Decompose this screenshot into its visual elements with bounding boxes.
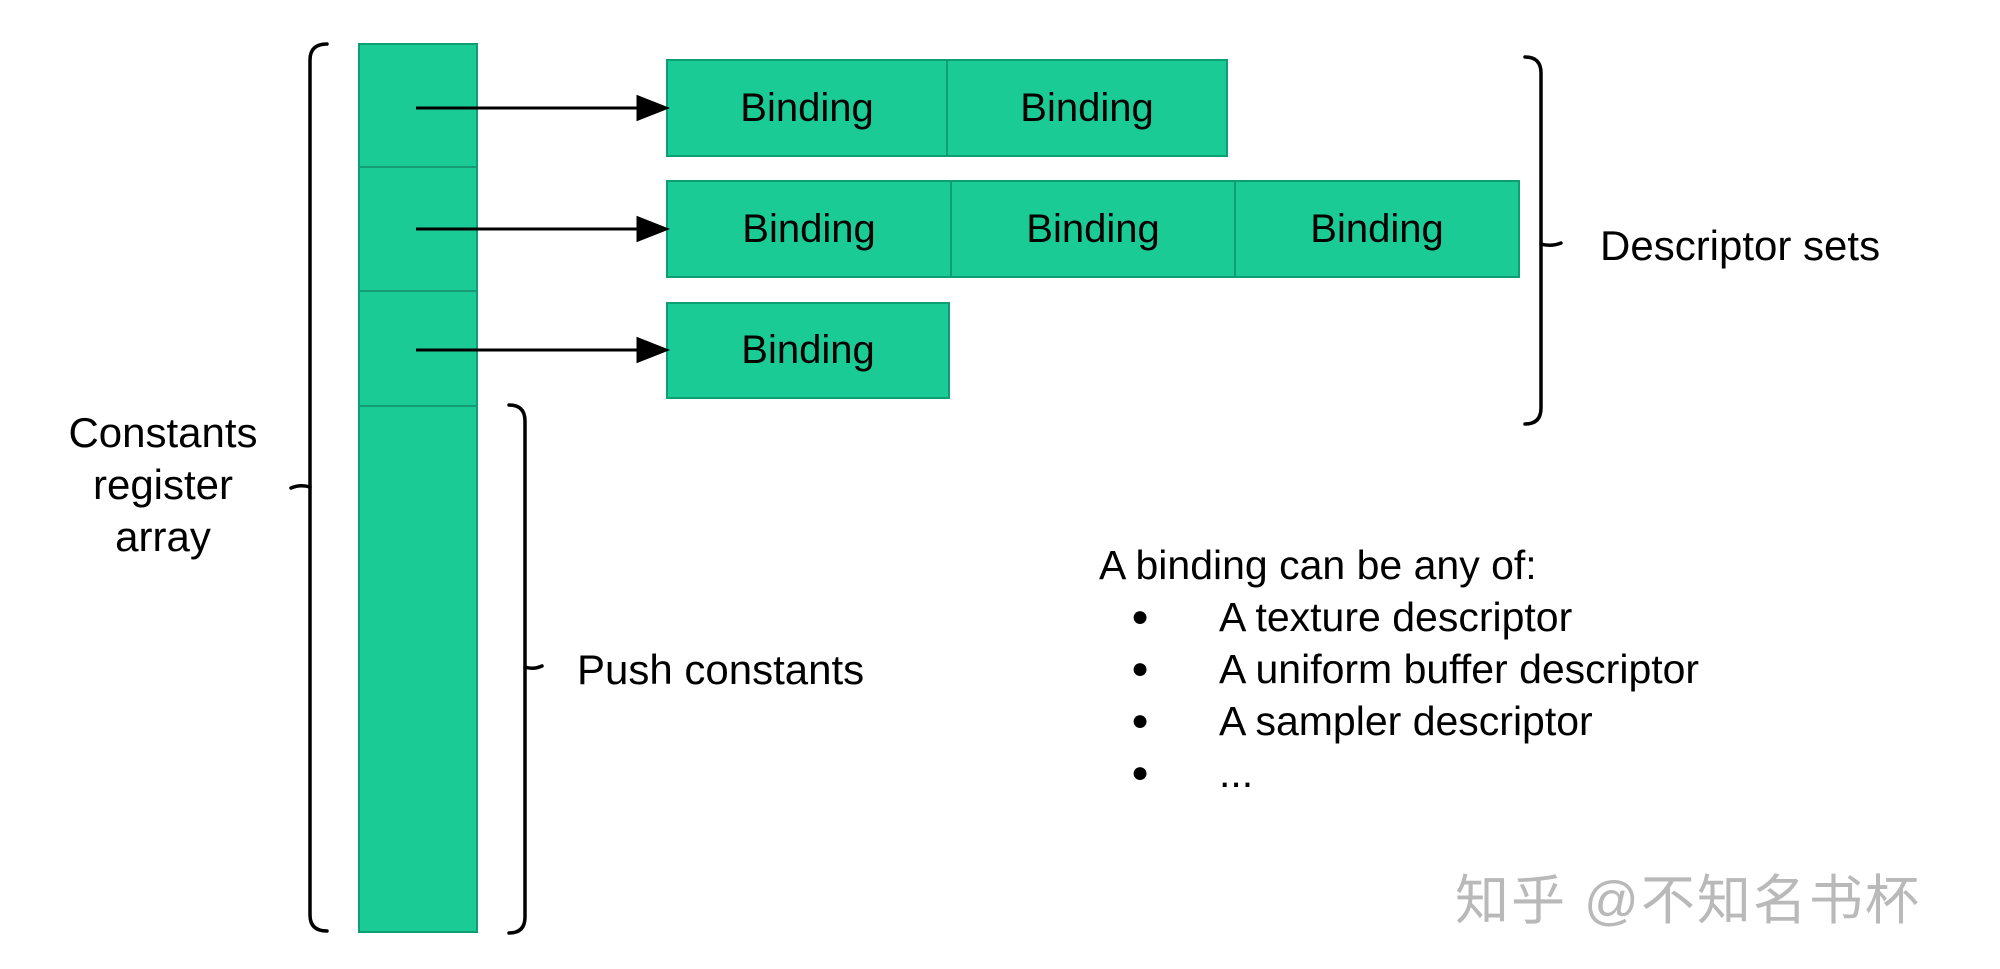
bullet-icon: ● <box>1131 652 1150 685</box>
push-constants-label: Push constants <box>577 646 865 693</box>
arrowhead-icon <box>636 215 671 243</box>
binding-note: A binding can be any of: ● A texture des… <box>1099 539 1699 799</box>
list-item: ● A texture descriptor <box>1099 591 1699 643</box>
push-constants-brace <box>507 403 544 935</box>
register-segment-2 <box>360 166 476 290</box>
register-segment-3 <box>360 290 476 405</box>
constants-register-array-label: Constants register array <box>28 407 298 563</box>
binding-cell: Binding <box>946 59 1228 157</box>
descriptor-sets-label: Descriptor sets <box>1600 222 1881 269</box>
bullet-icon: ● <box>1131 704 1150 737</box>
arrowhead-icon <box>636 336 671 364</box>
descriptor-set-row-2: Binding Binding Binding <box>666 180 1520 278</box>
arrowhead-icon <box>636 94 671 122</box>
descriptor-set-row-1: Binding Binding <box>666 59 1228 157</box>
descriptor-set-row-3: Binding <box>666 302 950 399</box>
list-item-text: ... <box>1219 750 1254 796</box>
list-item-text: A texture descriptor <box>1219 594 1573 640</box>
binding-cell: Binding <box>666 180 952 278</box>
constants-label-line3: array <box>115 513 211 560</box>
bullet-icon: ● <box>1131 600 1150 633</box>
binding-cell: Binding <box>666 59 948 157</box>
list-item-text: A sampler descriptor <box>1219 698 1593 744</box>
register-column <box>358 43 478 933</box>
descriptor-sets-brace <box>1523 55 1563 426</box>
constants-label-line2: register <box>92 461 234 508</box>
bullet-icon: ● <box>1131 756 1150 789</box>
list-item-text: A uniform buffer descriptor <box>1219 646 1700 692</box>
binding-cell: Binding <box>950 180 1236 278</box>
watermark-text: 知乎 @不知名书杯 <box>1455 871 1921 931</box>
register-segment-1 <box>360 45 476 166</box>
list-item: ● A sampler descriptor <box>1099 695 1699 747</box>
list-item: ● ... <box>1099 747 1699 799</box>
binding-cell: Binding <box>666 302 950 399</box>
constants-label-line1: Constants <box>68 409 258 456</box>
binding-cell: Binding <box>1234 180 1520 278</box>
register-segment-4-push-constants <box>360 405 476 931</box>
list-item: ● A uniform buffer descriptor <box>1099 643 1699 695</box>
binding-note-title: A binding can be any of: <box>1099 542 1537 588</box>
